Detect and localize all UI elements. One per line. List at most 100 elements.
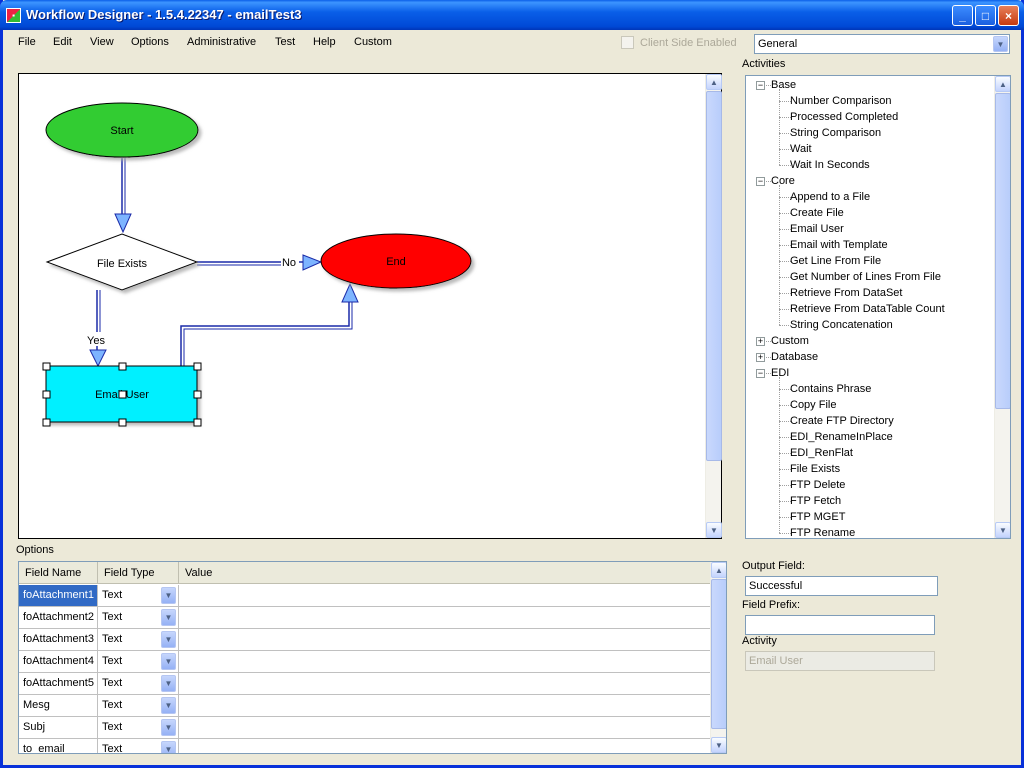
field-type-select[interactable]: Text▼ (98, 673, 179, 694)
checkbox-box[interactable] (621, 36, 634, 49)
column-field-type[interactable]: Field Type (98, 562, 179, 584)
category-combo[interactable]: General ▼ (754, 34, 1010, 54)
value-cell[interactable] (179, 695, 711, 716)
field-type-select[interactable]: Text▼ (98, 717, 179, 738)
scroll-up-icon[interactable]: ▲ (711, 562, 726, 578)
collapse-icon[interactable]: − (756, 176, 765, 186)
value-cell[interactable] (179, 629, 711, 650)
menu-custom[interactable]: Custom (354, 36, 392, 48)
field-name-cell[interactable]: Mesg (19, 695, 98, 716)
field-name-cell[interactable]: foAttachment2 (19, 607, 98, 628)
field-type-select[interactable]: Text▼ (98, 695, 179, 716)
tree-item[interactable]: Get Number of Lines From File (746, 269, 996, 285)
options-grid[interactable]: Field Name Field Type Value foAttachment… (18, 561, 727, 754)
canvas-scrollbar[interactable]: ▲ ▼ (705, 74, 722, 538)
field-type-select[interactable]: Text▼ (98, 585, 179, 606)
field-name-cell[interactable]: foAttachment1 (19, 585, 98, 606)
field-type-select[interactable]: Text▼ (98, 651, 179, 672)
scroll-down-icon[interactable]: ▼ (706, 522, 722, 538)
selection-handles[interactable] (42, 362, 202, 427)
workflow-diagram[interactable]: No Yes Start (19, 74, 705, 538)
menu-help[interactable]: Help (313, 36, 336, 48)
tree-group-custom[interactable]: +Custom (746, 333, 996, 349)
tree-item[interactable]: EDI_RenFlat (746, 445, 996, 461)
chevron-down-icon[interactable]: ▼ (161, 653, 176, 670)
minimize-button[interactable]: _ (952, 5, 973, 26)
tree-group-base[interactable]: −Base (746, 77, 996, 93)
title-bar[interactable]: ▪ Workflow Designer - 1.5.4.22347 - emai… (0, 0, 1024, 30)
tree-item[interactable]: Email User (746, 221, 996, 237)
tree-item[interactable]: Contains Phrase (746, 381, 996, 397)
connector-start-to-file-exists[interactable] (114, 158, 132, 234)
tree-item[interactable]: String Concatenation (746, 317, 996, 333)
tree-item[interactable]: FTP MGET (746, 509, 996, 525)
scroll-thumb[interactable] (706, 91, 722, 461)
chevron-down-icon[interactable]: ▼ (161, 631, 176, 648)
tree-item[interactable]: Number Comparison (746, 93, 996, 109)
chevron-down-icon[interactable]: ▼ (161, 609, 176, 626)
grid-scrollbar[interactable]: ▲ ▼ (710, 562, 726, 753)
field-type-select[interactable]: Text▼ (98, 607, 179, 628)
value-cell[interactable] (179, 717, 711, 738)
collapse-icon[interactable]: − (756, 80, 765, 90)
value-cell[interactable] (179, 585, 711, 606)
connector-file-exists-to-end[interactable] (197, 254, 323, 271)
chevron-down-icon[interactable]: ▼ (161, 719, 176, 736)
tree-item[interactable]: FTP Rename (746, 525, 996, 538)
tree-item[interactable]: Append to a File (746, 189, 996, 205)
column-field-name[interactable]: Field Name (19, 562, 98, 584)
tree-item[interactable]: EDI_RenameInPlace (746, 429, 996, 445)
chevron-down-icon[interactable]: ▼ (161, 675, 176, 692)
scroll-down-icon[interactable]: ▼ (995, 522, 1010, 538)
chevron-down-icon[interactable]: ▼ (161, 697, 176, 714)
diagram-canvas[interactable]: No Yes Start (18, 73, 722, 539)
connector-email-user-to-end[interactable] (180, 282, 359, 366)
tree-item[interactable]: Retrieve From DataSet (746, 285, 996, 301)
value-cell[interactable] (179, 607, 711, 628)
tree-item[interactable]: Wait (746, 141, 996, 157)
menu-view[interactable]: View (90, 36, 114, 48)
tree-item[interactable]: Email with Template (746, 237, 996, 253)
tree-item[interactable]: FTP Fetch (746, 493, 996, 509)
chevron-down-icon[interactable]: ▼ (161, 741, 176, 753)
tree-item[interactable]: Wait In Seconds (746, 157, 996, 173)
maximize-button[interactable]: □ (975, 5, 996, 26)
menu-file[interactable]: File (18, 36, 36, 48)
node-start[interactable] (45, 102, 199, 158)
connector-file-exists-to-email-user[interactable] (89, 290, 107, 368)
chevron-down-icon[interactable]: ▼ (161, 587, 176, 604)
scroll-up-icon[interactable]: ▲ (995, 76, 1010, 92)
value-cell[interactable] (179, 651, 711, 672)
menu-administrative[interactable]: Administrative (187, 36, 257, 48)
node-end[interactable] (320, 233, 472, 289)
tree-group-edi[interactable]: −EDI (746, 365, 996, 381)
column-value[interactable]: Value (185, 567, 213, 579)
scroll-down-icon[interactable]: ▼ (711, 737, 726, 753)
output-field-input[interactable]: Successful (745, 576, 938, 596)
collapse-icon[interactable]: − (756, 368, 765, 378)
chevron-down-icon[interactable]: ▼ (993, 36, 1008, 52)
tree-group-core[interactable]: −Core (746, 173, 996, 189)
tree-scrollbar[interactable]: ▲ ▼ (994, 76, 1010, 538)
menu-test[interactable]: Test (275, 36, 296, 48)
value-cell[interactable] (179, 673, 711, 694)
tree-item[interactable]: Retrieve From DataTable Count (746, 301, 996, 317)
tree-item[interactable]: Create FTP Directory (746, 413, 996, 429)
tree-item[interactable]: Processed Completed (746, 109, 996, 125)
field-prefix-input[interactable] (745, 615, 935, 635)
close-button[interactable]: × (998, 5, 1019, 26)
node-file-exists[interactable] (45, 233, 199, 291)
menu-options[interactable]: Options (131, 36, 169, 48)
tree-item[interactable]: Get Line From File (746, 253, 996, 269)
tree-item[interactable]: File Exists (746, 461, 996, 477)
field-name-cell[interactable]: foAttachment4 (19, 651, 98, 672)
field-name-cell[interactable]: Subj (19, 717, 98, 738)
